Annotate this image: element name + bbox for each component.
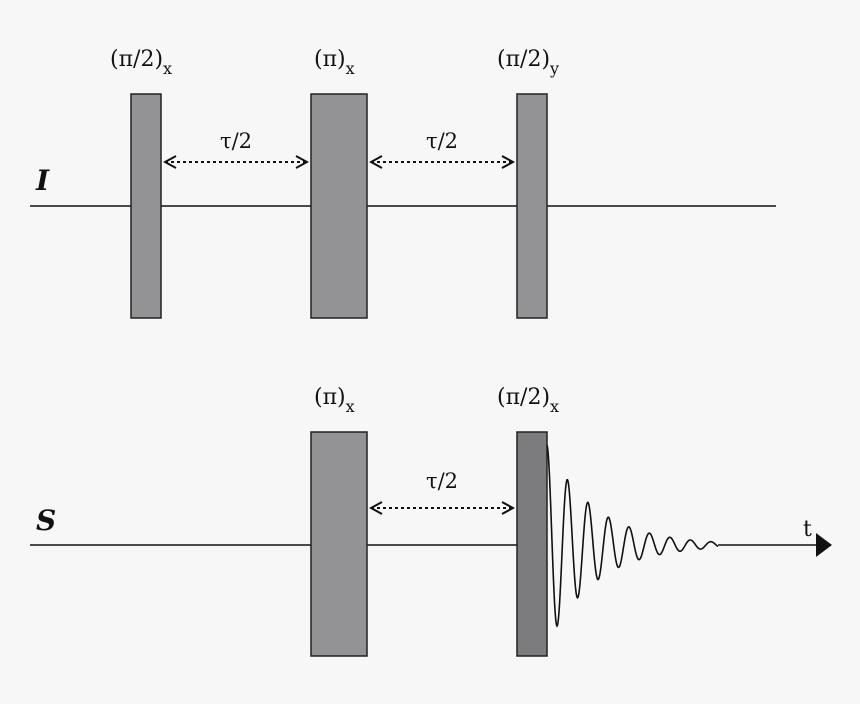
pulse-label-i2: (π)x [314, 47, 355, 78]
pulse-label-i1: (π/2)x [110, 47, 172, 78]
fid-signal [546, 444, 719, 628]
channel-label-s: S [36, 504, 56, 537]
delay-label-i-a: τ/2 [220, 129, 252, 153]
pulse-s-pi-x [310, 431, 368, 657]
channel-label-i: I [35, 164, 50, 197]
time-axis-label: t [803, 517, 812, 542]
time-axis-arrowhead [816, 533, 832, 557]
pulse-label-s1: (π)x [314, 385, 355, 416]
pulse-i-pi-x [310, 93, 368, 319]
delay-label-i-b: τ/2 [426, 129, 458, 153]
pulse-i-pi-half-y [516, 93, 548, 319]
pulse-i-pi-half-x [130, 93, 162, 319]
pulse-s-pi-half-x [516, 431, 548, 657]
pulse-label-i3: (π/2)y [497, 47, 559, 78]
delay-label-s-a: τ/2 [426, 469, 458, 493]
pulse-label-s2: (π/2)x [497, 385, 559, 416]
